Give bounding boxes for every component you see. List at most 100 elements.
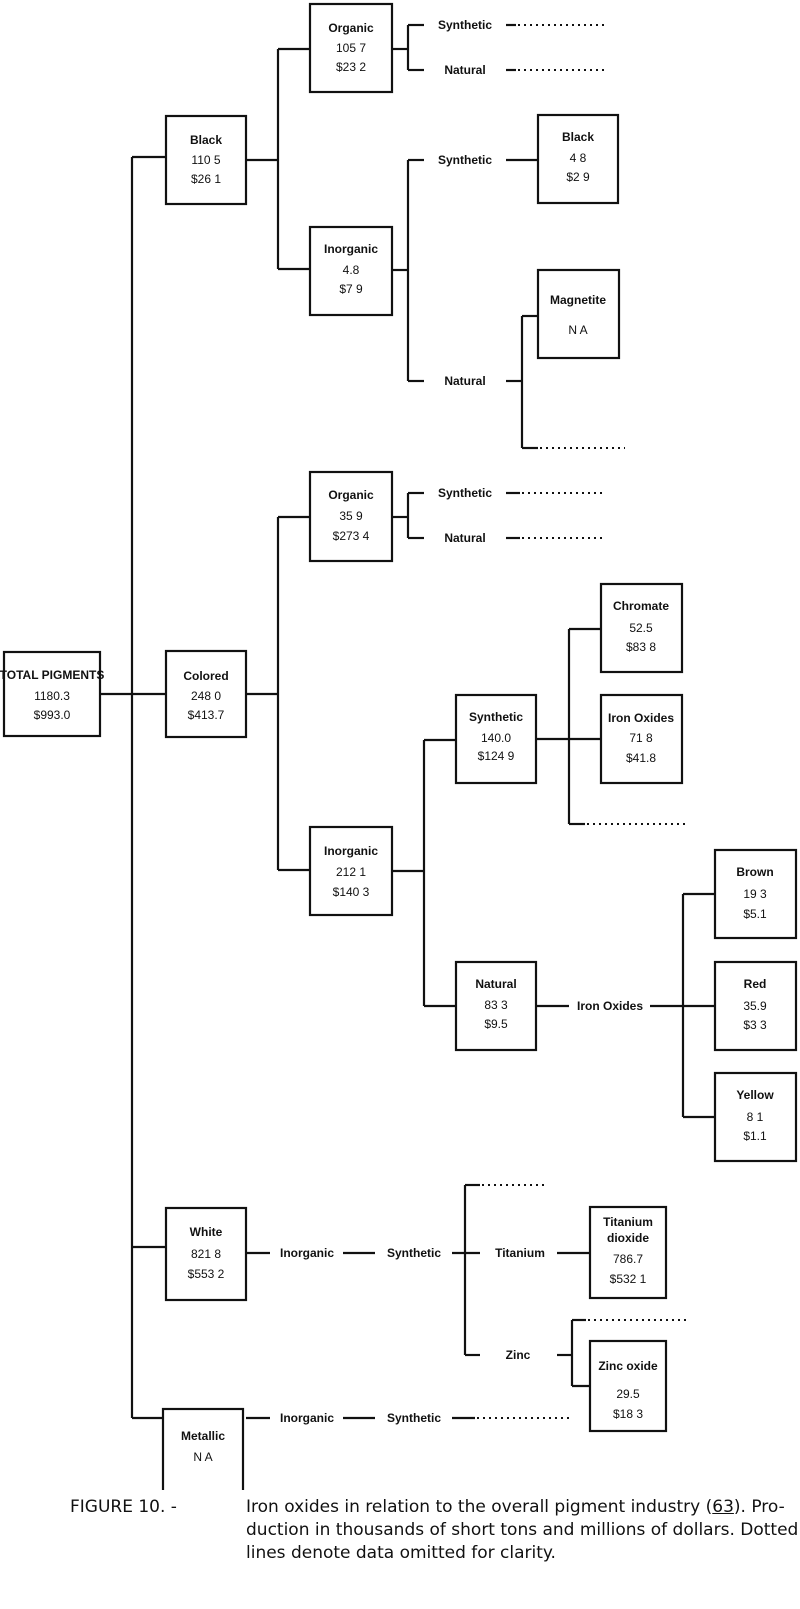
label-titanium: Titanium	[495, 1246, 545, 1260]
node-dollars: $124 9	[478, 749, 515, 763]
node-dollars: $41.8	[626, 751, 656, 765]
node-title: Red	[744, 977, 767, 991]
node-title: Zinc oxide	[598, 1359, 658, 1373]
node-title: Organic	[328, 21, 374, 35]
node-titanium-dioxide: Titanium dioxide 786.7 $532 1	[588, 1205, 668, 1300]
node-title: TOTAL PIGMENTS	[0, 668, 104, 682]
label-synthetic: Synthetic	[387, 1246, 441, 1260]
node-dollars: $993.0	[34, 708, 71, 722]
node-title: Natural	[475, 977, 516, 991]
node-dollars: $23 2	[336, 60, 366, 74]
label-synthetic: Synthetic	[438, 18, 492, 32]
node-title: Titanium	[603, 1215, 653, 1229]
caption-line-3: lines denote data omitted for clarity.	[246, 1543, 556, 1563]
node-dollars: $413.7	[188, 708, 225, 722]
node-tons: 71 8	[629, 731, 653, 745]
node-tons: 105 7	[336, 41, 366, 55]
node-title: Organic	[328, 488, 374, 502]
label-natural: Natural	[444, 374, 485, 388]
node-colored-organic: Organic 35 9 $273 4	[308, 470, 394, 563]
label-synthetic: Synthetic	[387, 1411, 441, 1425]
node-tons: 248 0	[191, 689, 221, 703]
node-tons: 140.0	[481, 731, 511, 745]
node-chromate: Chromate 52.5 $83 8	[599, 582, 684, 674]
figure-label: FIGURE 10. -	[70, 1497, 177, 1517]
connectors	[100, 23, 715, 1420]
node-dollars: $532 1	[610, 1272, 647, 1286]
node-title: Brown	[736, 865, 773, 879]
node-tons: 4.8	[343, 263, 360, 277]
node-black: Black 110 5 $26 1	[164, 114, 248, 206]
node-brown: Brown 19 3 $5.1	[713, 848, 798, 940]
node-title: Colored	[183, 669, 228, 683]
label-zinc: Zinc	[506, 1348, 531, 1362]
node-magnetite: Magnetite N A	[536, 268, 621, 360]
node-dollars: $273 4	[333, 529, 370, 543]
node-title: Black	[190, 133, 222, 147]
node-tons: 786.7	[613, 1252, 643, 1266]
node-title: Black	[562, 130, 594, 144]
node-black-organic: Organic 105 7 $23 2	[308, 2, 394, 94]
node-title: White	[190, 1225, 223, 1239]
node-zinc-oxide: Zinc oxide 29.5 $18 3	[588, 1339, 668, 1433]
node-tons: 19 3	[743, 887, 767, 901]
node-tons: 35.9	[743, 999, 767, 1013]
node-synthetic-black: Black 4 8 $2 9	[536, 113, 620, 205]
node-title: Inorganic	[324, 242, 378, 256]
node-title: Inorganic	[324, 844, 378, 858]
node-title: Yellow	[736, 1088, 774, 1102]
caption-text: ). Pro-	[733, 1497, 785, 1517]
node-tons: 821 8	[191, 1247, 221, 1261]
label-inorganic: Inorganic	[280, 1411, 334, 1425]
node-dollars: $26 1	[191, 172, 221, 186]
node-dollars: $83 8	[626, 640, 656, 654]
label-natural: Natural	[444, 531, 485, 545]
node-title-line2: dioxide	[607, 1231, 649, 1245]
node-red: Red 35.9 $3 3	[713, 960, 798, 1052]
node-title: Synthetic	[469, 710, 523, 724]
node-tons: N A	[193, 1450, 212, 1464]
node-dollars: $553 2	[188, 1267, 225, 1281]
node-title: Chromate	[613, 599, 669, 613]
pigment-tree-diagram: TOTAL PIGMENTS 1180.3 $993.0 Black 110 5…	[0, 2, 798, 1490]
node-dollars: $3 3	[743, 1018, 767, 1032]
node-tons: 83 3	[484, 998, 508, 1012]
branch-labels: Synthetic Natural Synthetic Natural Synt…	[280, 18, 643, 1425]
node-dollars: $18 3	[613, 1407, 643, 1421]
node-dollars: $1.1	[743, 1129, 767, 1143]
node-tons: 29.5	[616, 1387, 640, 1401]
node-title: Iron Oxides	[608, 711, 674, 725]
node-dollars: $2 9	[566, 170, 590, 184]
node-tons: 4 8	[570, 151, 587, 165]
caption-line-2: duction in thousands of short tons and m…	[246, 1520, 799, 1540]
node-tons: 52.5	[629, 621, 653, 635]
node-white: White 821 8 $553 2	[164, 1206, 248, 1302]
node-black-inorganic: Inorganic 4.8 $7 9	[308, 225, 394, 317]
reference-link: 63	[712, 1497, 734, 1517]
node-dollars: $7 9	[339, 282, 363, 296]
node-tons: 35 9	[339, 509, 363, 523]
node-colored: Colored 248 0 $413.7	[164, 649, 248, 739]
node-dollars: $9.5	[484, 1017, 508, 1031]
label-synthetic: Synthetic	[438, 153, 492, 167]
node-tons: N A	[568, 323, 587, 337]
node-title: Metallic	[181, 1429, 225, 1443]
caption-text: Iron oxides in relation to the overall p…	[246, 1497, 713, 1517]
caption-line-1: Iron oxides in relation to the overall p…	[246, 1496, 785, 1519]
node-title: Magnetite	[550, 293, 606, 307]
node-tons: 110 5	[191, 153, 220, 167]
node-dollars: $5.1	[743, 907, 767, 921]
node-synthetic-iron-oxides: Iron Oxides 71 8 $41.8	[599, 693, 684, 785]
node-colored-inorganic-synthetic: Synthetic 140.0 $124 9	[454, 693, 538, 785]
node-tons: 212 1	[336, 865, 366, 879]
label-iron-oxides: Iron Oxides	[577, 999, 643, 1013]
node-colored-inorganic: Inorganic 212 1 $140 3	[308, 825, 394, 917]
node-yellow: Yellow 8 1 $1.1	[713, 1071, 798, 1163]
node-tons: 1180.3	[34, 689, 70, 703]
caption-body: Iron oxides in relation to the overall p…	[246, 1496, 799, 1565]
node-total-pigments: TOTAL PIGMENTS 1180.3 $993.0	[0, 650, 104, 738]
node-dollars: $140 3	[333, 885, 370, 899]
label-natural: Natural	[444, 63, 485, 77]
label-synthetic: Synthetic	[438, 486, 492, 500]
node-tons: 8 1	[747, 1110, 764, 1124]
